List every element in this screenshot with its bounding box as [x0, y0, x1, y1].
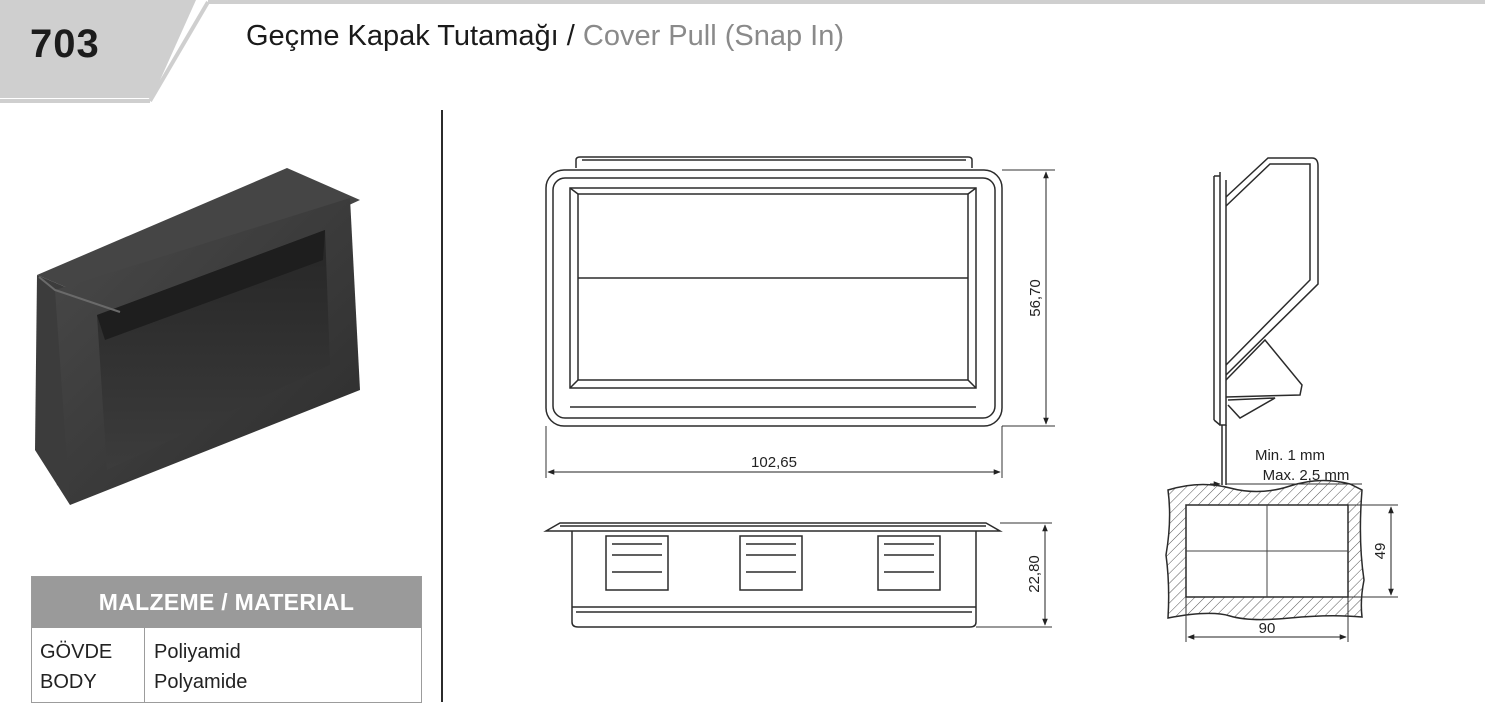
table-row: GÖVDE BODY Poliyamid Polyamide: [32, 628, 421, 702]
width-dimension: 102,65: [545, 426, 1003, 478]
side-profile-view: [1213, 157, 1319, 485]
front-view: [545, 156, 1003, 427]
title-separator: /: [558, 20, 583, 52]
material-table-header: MALZEME / MATERIAL: [32, 577, 421, 628]
title-english: Cover Pull (Snap In): [582, 20, 845, 52]
max-thickness-label: Max. 2,5 mm: [1263, 467, 1350, 484]
cutout-height-label: 49: [1372, 543, 1389, 560]
cutout-width-dimension: 90: [1185, 597, 1349, 642]
bottom-view: [543, 522, 1003, 628]
depth-dimension-label: 22,80: [1026, 555, 1043, 593]
material-cell: Poliyamid Polyamide: [145, 628, 247, 702]
column-divider: [441, 110, 443, 702]
panel-cutout-section: [1165, 479, 1365, 621]
min-thickness-label: Min. 1 mm: [1255, 447, 1325, 464]
depth-dimension: 22,80: [976, 522, 1052, 628]
part-name-cell: GÖVDE BODY: [32, 628, 145, 702]
part-name-tr: GÖVDE: [40, 641, 113, 663]
height-dimension-label: 56,70: [1027, 279, 1044, 317]
part-name-en: BODY: [40, 671, 97, 693]
material-en: Polyamide: [154, 671, 248, 693]
cutout-height-dimension: 49: [1348, 504, 1398, 598]
material-tr: Poliyamid: [154, 641, 241, 663]
product-code: 703: [30, 22, 100, 66]
title-turkish: Geçme Kapak Tutamağı: [246, 20, 559, 52]
page-title: Geçme Kapak Tutamağı / Cover Pull (Snap …: [246, 20, 844, 53]
height-dimension: 56,70: [1002, 169, 1055, 427]
product-photo: [35, 168, 360, 505]
width-dimension-label: 102,65: [751, 454, 797, 471]
header-band: [0, 0, 1485, 103]
material-table: MALZEME / MATERIAL GÖVDE BODY Poliyamid …: [31, 576, 422, 703]
cutout-width-label: 90: [1259, 620, 1276, 637]
thickness-note: Min. 1 mm Max. 2,5 mm: [1210, 447, 1362, 487]
